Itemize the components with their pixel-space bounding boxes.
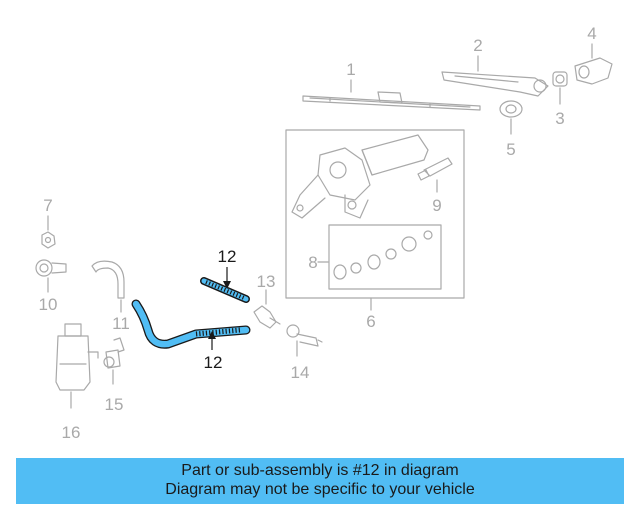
part-2-wiper-arm[interactable]: [441, 71, 549, 97]
part-10-check-valve[interactable]: [35, 259, 67, 277]
callout-2: 2: [473, 36, 482, 55]
callout-11: 11: [112, 314, 130, 333]
callout-3: 3: [555, 109, 564, 128]
part-5-grommet[interactable]: [499, 100, 523, 118]
seal-kit-rings: [333, 230, 433, 280]
part-14-nozzle[interactable]: [286, 324, 323, 347]
callout-6: 6: [366, 312, 375, 331]
callout-10: 10: [39, 295, 58, 314]
part-11-hose[interactable]: [91, 260, 125, 299]
callout-12-top: 12: [218, 247, 237, 266]
callout-14: 14: [291, 363, 310, 382]
callout-1: 1: [346, 60, 355, 79]
callout-13: 13: [257, 272, 276, 291]
banner-line-part: Part or sub-assembly is #12 in diagram: [181, 462, 459, 479]
wiper-motor[interactable]: [291, 134, 429, 219]
callout-8: 8: [308, 253, 317, 272]
callout-15: 15: [105, 395, 124, 414]
part-12-short-hose[interactable]: [200, 277, 250, 303]
part-9-rod[interactable]: [417, 157, 453, 181]
part-12-washer-hose[interactable]: [131, 299, 251, 349]
part-6-motor-assembly-box[interactable]: [285, 129, 465, 299]
part-15-pump[interactable]: [103, 337, 125, 369]
banner-line-disclaimer: Diagram may not be specific to your vehi…: [165, 481, 475, 498]
callout-12-bottom: 12: [204, 353, 223, 372]
callout-16: 16: [62, 423, 81, 442]
part-13-connector[interactable]: [253, 305, 281, 329]
arrow-12-bottom: [208, 331, 216, 339]
part-7-clip[interactable]: [41, 231, 56, 249]
arrow-12-top: [223, 281, 231, 289]
part-3-nut[interactable]: [552, 71, 568, 87]
callout-9: 9: [432, 196, 441, 215]
part-16-reservoir[interactable]: [55, 323, 99, 391]
callout-5: 5: [506, 140, 515, 159]
part-8-seal-kit-box[interactable]: [328, 224, 442, 290]
callout-7: 7: [43, 196, 52, 215]
part-4-cap[interactable]: [574, 57, 613, 85]
parts-diagram: 1 2 3 4 5 6 7 8 9 10 11 12 12 13 14 15 1…: [35, 24, 613, 442]
part-1-wiper-blade[interactable]: [302, 91, 481, 111]
info-banner: Part or sub-assembly is #12 in diagram D…: [16, 458, 624, 504]
callout-4: 4: [587, 24, 596, 43]
